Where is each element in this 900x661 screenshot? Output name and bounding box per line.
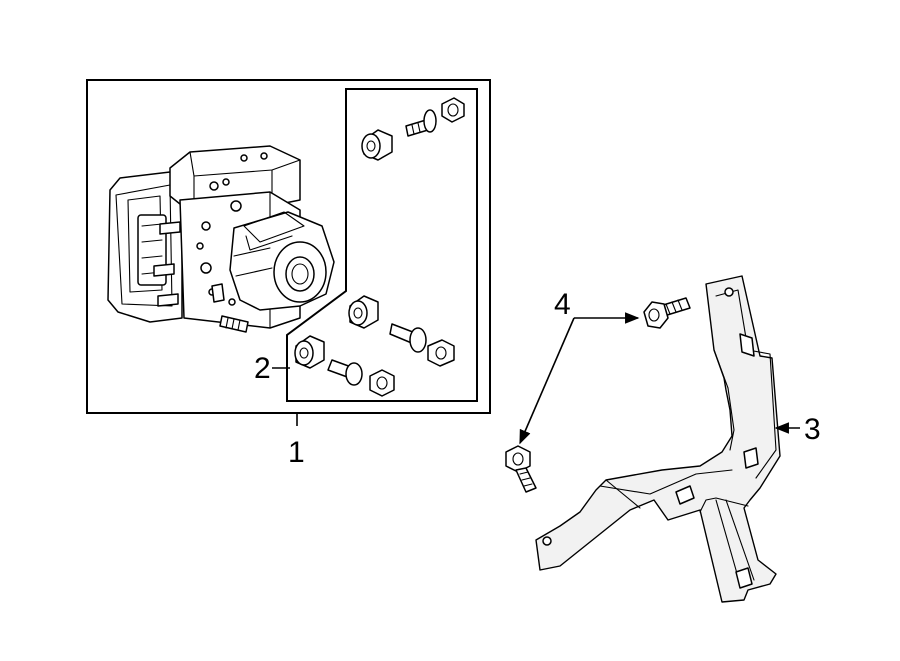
nut-top xyxy=(441,97,465,123)
nut-bottom xyxy=(369,369,395,397)
bolt-bottom xyxy=(327,359,363,386)
bolt-upper-illustration xyxy=(643,297,691,329)
bracket-illustration xyxy=(535,275,781,603)
nut-mid xyxy=(427,339,455,367)
callout-1: 1 xyxy=(288,436,305,469)
abs-modulator-illustration xyxy=(107,145,335,333)
grommet-mid xyxy=(348,295,379,329)
grommet-bottom xyxy=(294,335,325,369)
callout-3: 3 xyxy=(804,413,821,446)
grommet-top xyxy=(361,129,393,161)
bolt-lower-illustration xyxy=(505,445,537,493)
assembly-box xyxy=(86,79,491,414)
kit-box xyxy=(286,88,478,402)
bolt-top xyxy=(405,109,437,137)
kit-hardware-illustration xyxy=(294,97,465,397)
callout-4: 4 xyxy=(554,288,571,321)
leader-lines xyxy=(272,312,800,445)
callout-2: 2 xyxy=(254,352,271,385)
bolt-mid xyxy=(389,323,427,353)
